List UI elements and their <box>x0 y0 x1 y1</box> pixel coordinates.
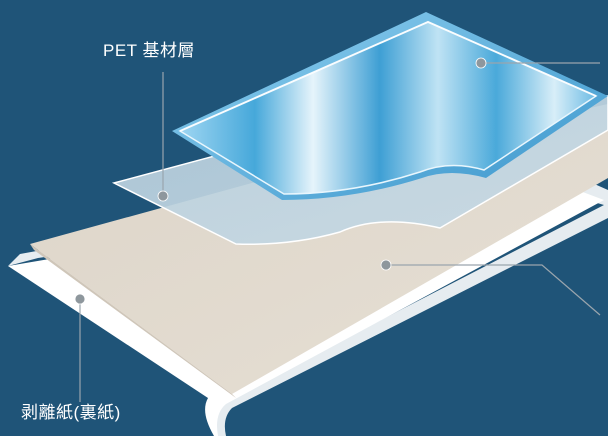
leader-lines <box>79 62 601 402</box>
release-paper-label: 剥離紙(裏紙) <box>21 403 121 422</box>
adhesive-marker-dot <box>380 259 392 271</box>
top-film-marker-dot <box>475 57 487 69</box>
marker-dots <box>74 57 487 305</box>
top-film-layer <box>172 12 608 200</box>
adhesive-leader-line <box>386 264 601 316</box>
pet-substrate-label: PET 基材層 <box>103 41 195 60</box>
pet-marker-dot <box>157 190 169 202</box>
release-paper-marker-dot <box>74 293 86 305</box>
